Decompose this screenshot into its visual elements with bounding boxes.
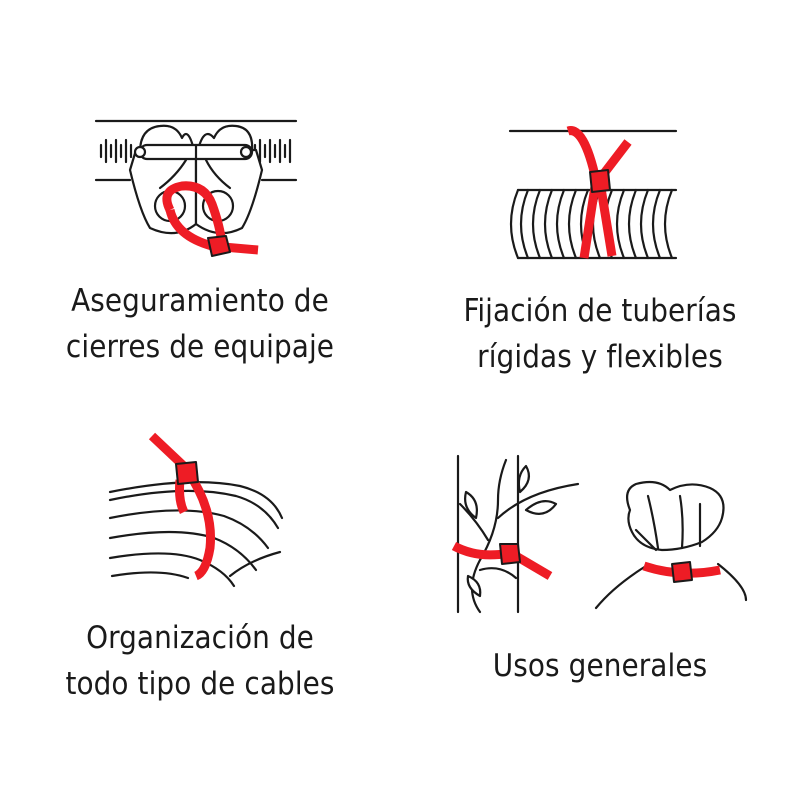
panel-pipes: Fijación de tuberías rígidas y flexibles [400,0,800,400]
caption-line: Usos generales [492,648,708,684]
caption-pipes: Fijación de tuberías rígidas y flexibles [400,288,800,380]
plant-and-bag-icon [451,454,748,614]
caption-cables: Organización de todo tipo de cables [0,615,400,707]
cable-bundle-icon [108,432,284,588]
corrugated-pipe-icon [508,126,678,260]
luggage-zipper-icon [94,119,298,257]
panel-cables: Organización de todo tipo de cables [0,400,400,800]
caption-line: cierres de equipaje [65,329,335,365]
caption-line: Organización de [86,620,314,656]
panel-general: Usos generales [400,400,800,800]
caption-line: Fijación de tuberías [463,293,737,329]
caption-line: rígidas y flexibles [477,339,723,375]
caption-general: Usos generales [400,643,800,689]
caption-line: Aseguramiento de [71,283,329,319]
caption-line: todo tipo de cables [65,666,335,702]
caption-luggage: Aseguramiento de cierres de equipaje [0,278,400,370]
panel-luggage: Aseguramiento de cierres de equipaje [0,0,400,400]
